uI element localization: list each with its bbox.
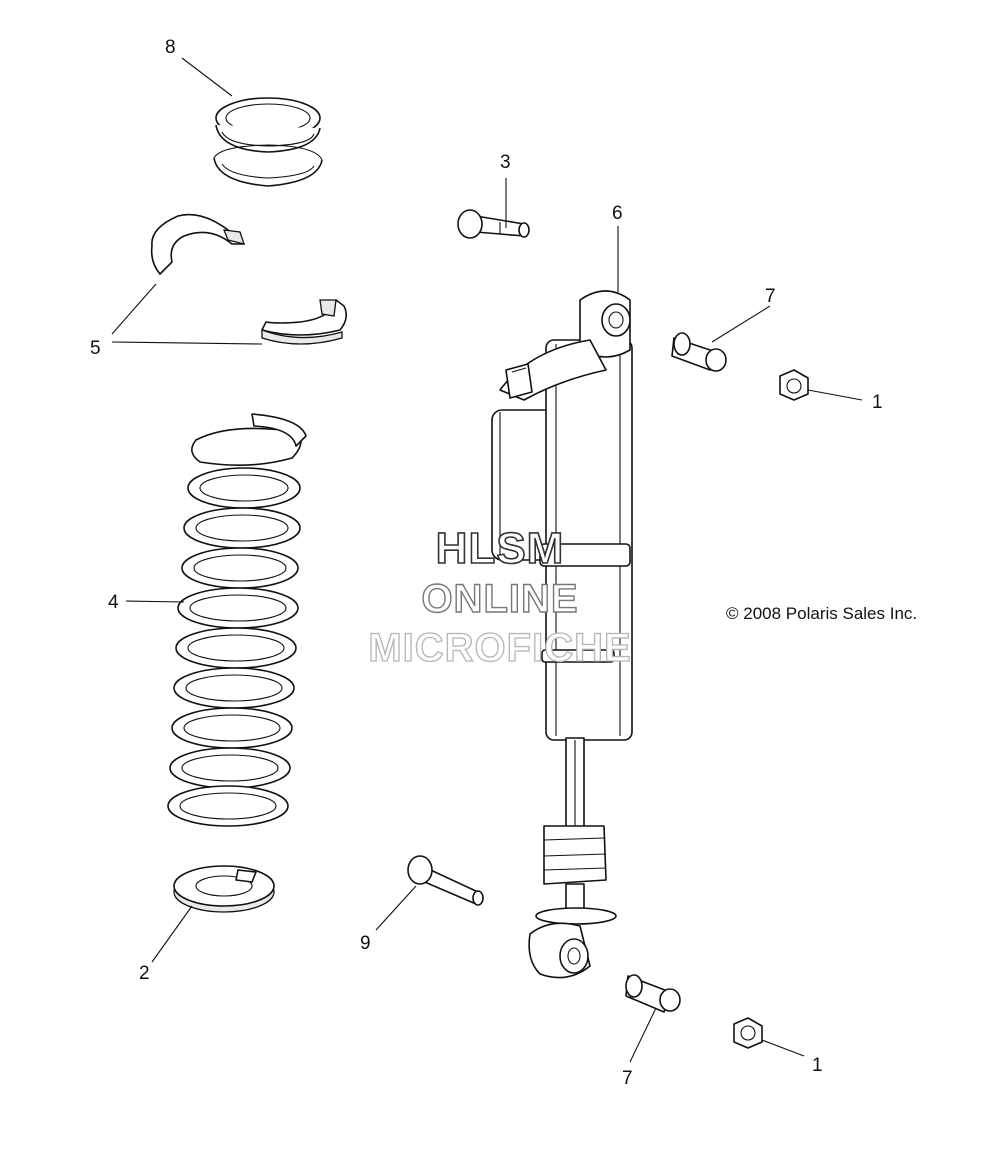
watermark-line-2: ONLINE [421,576,579,621]
part-6-shock-absorber [491,290,633,979]
callout-labels: 8 5 4 2 3 6 7 1 9 7 1 [90,37,883,1089]
callout-2: 2 [139,963,150,984]
callout-4: 4 [108,592,119,613]
part-1-nut-upper [779,369,809,401]
callout-6: 6 [612,203,623,224]
leader-lines [111,57,863,1063]
part-9-lower-bolt [407,855,484,906]
callout-1-upper: 1 [872,392,883,413]
part-4-coil-spring [167,413,307,827]
part-7-sleeve-upper [671,332,727,372]
part-3-upper-bolt [457,209,530,239]
watermark-line-3: MICROFICHE [368,625,632,670]
callout-3: 3 [500,152,511,173]
callout-1-lower: 1 [812,1055,823,1076]
part-5-retainer-halves [150,213,348,345]
callout-5: 5 [90,338,101,359]
part-7-sleeve-lower [625,974,681,1013]
watermark-line-1: HLSM [435,523,565,574]
callout-7-lower: 7 [622,1068,633,1089]
part-8-upper-spring [213,97,323,187]
callout-9: 9 [360,933,371,954]
part-1-nut-lower [733,1017,763,1049]
callout-8: 8 [165,37,176,58]
copyright-notice: © 2008 Polaris Sales Inc. [726,604,918,623]
callout-7-upper: 7 [765,286,776,307]
part-2-spring-seat [173,865,275,913]
